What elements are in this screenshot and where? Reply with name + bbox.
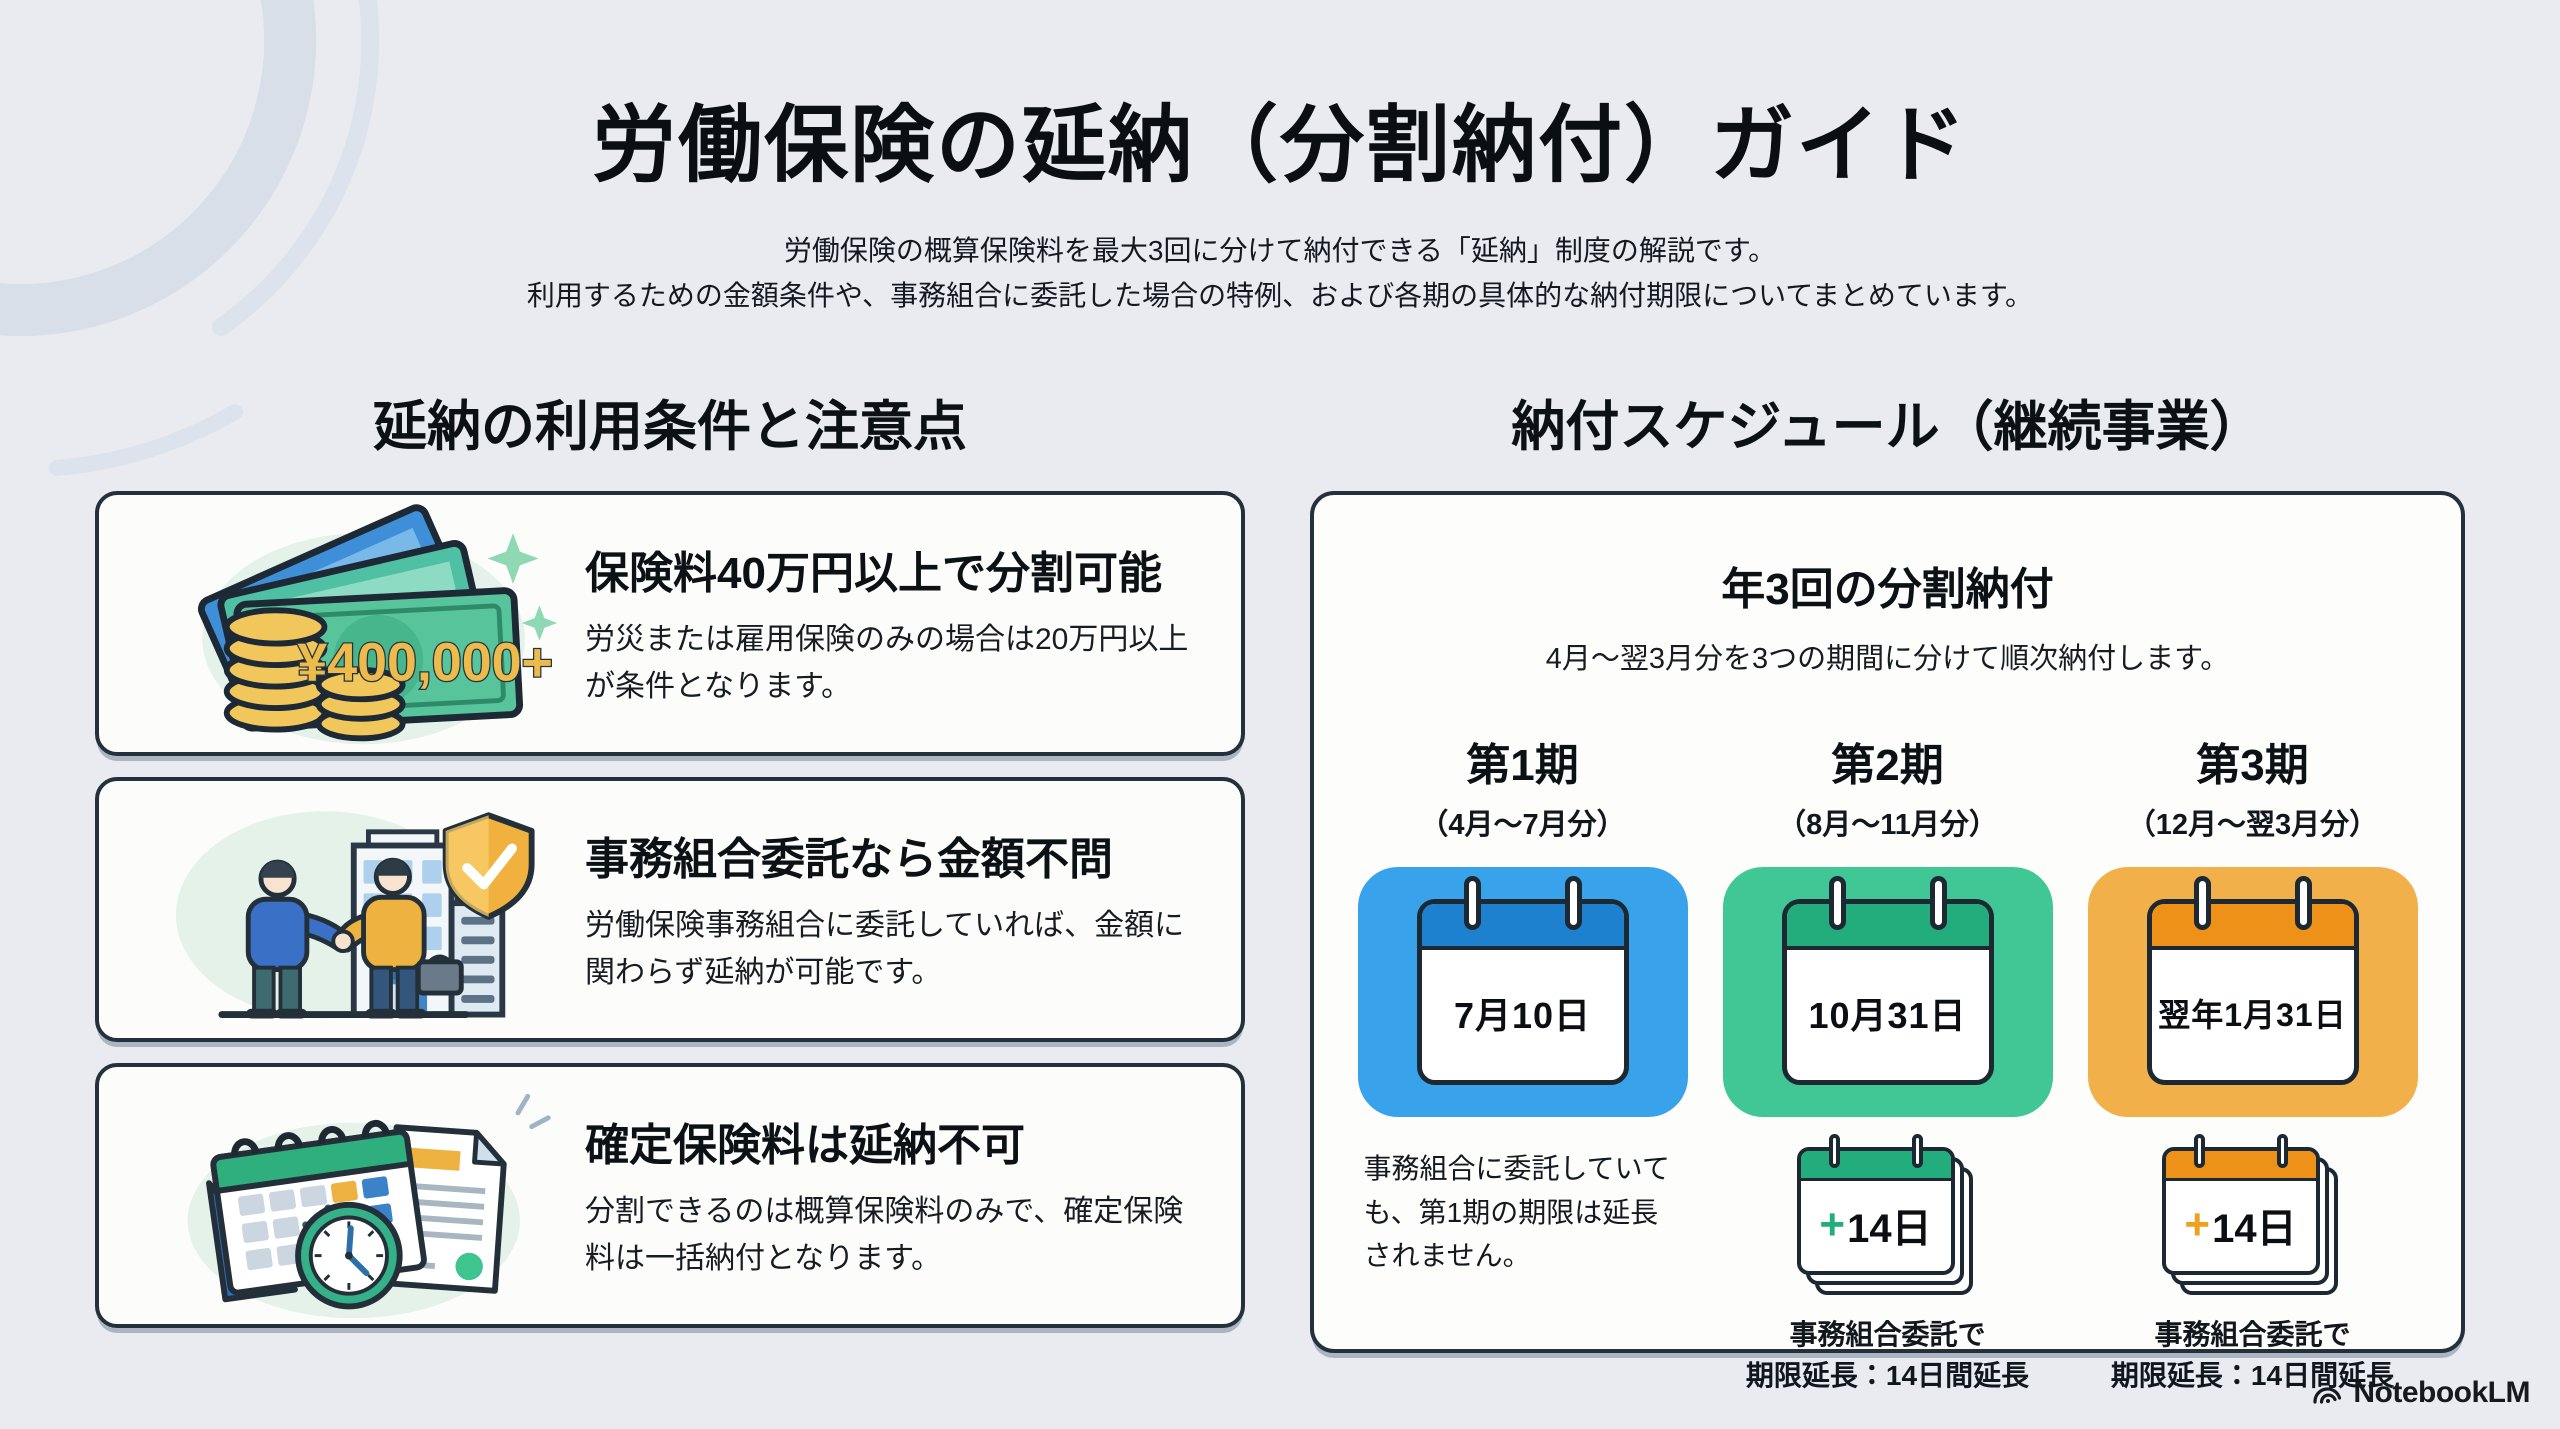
period-1-note: 事務組合に委託していても、第1期の期限は延長されません。: [1363, 1153, 1670, 1272]
calendar-icon: 7月10日: [1416, 876, 1629, 1086]
period-2: 第2期 （8月〜11月分） 10月31日: [1722, 729, 2053, 1118]
card-text: 確定保険料は延納不可 分割できるのは概算保険料のみで、確定保険料は一括納付となり…: [569, 1109, 1201, 1282]
card-title: 確定保険料は延納不可: [585, 1121, 1025, 1171]
period-1-tile: 7月10日: [1357, 867, 1688, 1118]
money-amount-label: ¥400,000+: [297, 633, 553, 693]
card-body: 分割できるのは概算保険料のみで、確定保険料は一括納付となります。: [585, 1195, 1184, 1275]
card-text: 保険料40万円以上で分割可能 労災または雇用保険のみの場合は20万円以上が条件と…: [569, 537, 1201, 710]
period-range: （8月〜11月分）: [1777, 809, 1998, 842]
periods-row: 第1期 （4月〜7月分） 7月10日 第2期 （8月〜11月分）: [1314, 729, 2461, 1118]
extension-caption-line1: 事務組合委託で: [2154, 1319, 2351, 1351]
extension-caption-line2: 期限延長：14日間延長: [2110, 1359, 2395, 1391]
plus-sign: +: [1819, 1199, 1846, 1249]
page-title: 労働保険の延納（分割納付）ガイド: [591, 98, 1968, 192]
condition-card-association: 事務組合委託なら金額不問 労働保険事務組合に委託していれば、金額に関わらず延納が…: [95, 777, 1245, 1043]
period-range: （4月〜7月分）: [1419, 809, 1626, 842]
period-2-tile: 10月31日: [1722, 867, 2053, 1118]
due-date: 翌年1月31日: [2158, 997, 2347, 1034]
card-body: 労働保険事務組合に委託していれば、金額に関わらず延納が可能です。: [585, 909, 1185, 989]
period-3-extension-cell: +14日 事務組合委託で 期限延長：14日間延長: [2088, 1134, 2418, 1396]
extension-caption-line1: 事務組合委託で: [1789, 1319, 1986, 1351]
subtitle-line-1: 労働保険の概算保険料を最大3回に分けて納付できる「延納」制度の解説です。: [783, 235, 1777, 266]
extension-days: 14日: [1847, 1206, 1932, 1251]
money-bills-coins-icon: ¥400,000+: [119, 499, 569, 749]
period-name: 第1期: [1466, 741, 1579, 791]
period-1: 第1期 （4月〜7月分） 7月10日: [1357, 729, 1688, 1118]
due-date: 10月31日: [1808, 995, 1967, 1037]
period-name: 第2期: [1831, 741, 1944, 791]
conditions-section: 延納の利用条件と注意点: [95, 397, 1245, 1349]
footer-brand: NotebookLM: [2309, 1375, 2530, 1411]
calendar-icon: 翌年1月31日: [2146, 876, 2359, 1086]
plus-sign: +: [2184, 1199, 2211, 1249]
card-text: 事務組合委託なら金額不問 労働保険事務組合に委託していれば、金額に関わらず延納が…: [569, 823, 1201, 996]
period-2-extension-cell: +14日 事務組合委託で 期限延長：14日間延長: [1723, 1134, 2053, 1396]
due-date: 7月10日: [1453, 995, 1592, 1037]
period-3: 第3期 （12月〜翌3月分） 翌年1月31日: [2087, 729, 2418, 1118]
extension-caption-line2: 期限延長：14日間延長: [1745, 1359, 2030, 1391]
card-body: 労災または雇用保険のみの場合は20万円以上が条件となります。: [585, 623, 1189, 703]
handshake-building-shield-icon: [119, 785, 569, 1035]
notebooklm-logo-icon: [2313, 1387, 2342, 1404]
condition-card-amount: ¥400,000+ 保険料40万円以上で分割可能 労災または雇用保険のみの場合は…: [95, 491, 1245, 757]
schedule-section: 納付スケジュール（継続事業） 年3回の分割納付 4月〜翌3月分を3つの期間に分け…: [1310, 397, 2465, 1391]
notes-row: 事務組合に委託していても、第1期の期限は延長されません。 +14日 事務組合委: [1314, 1134, 2461, 1396]
schedule-heading: 納付スケジュール（継続事業）: [1511, 397, 2264, 457]
plus-14-days-calendar-icon: +14日: [2161, 1134, 2344, 1299]
conditions-heading: 延納の利用条件と注意点: [373, 397, 967, 457]
period-range: （12月〜翌3月分）: [2126, 809, 2379, 842]
extension-caption: 事務組合委託で 期限延長：14日間延長: [2088, 1315, 2418, 1396]
card-title: 保険料40万円以上で分割可能: [585, 549, 1162, 599]
subtitle-line-2: 利用するための金額条件や、事務組合に委託した場合の特例、および各期の具体的な納付…: [526, 279, 2034, 311]
schedule-panel: 年3回の分割納付 4月〜翌3月分を3つの期間に分けて順次納付します。 第1期 （…: [1310, 491, 2465, 1391]
calendar-icon: 10月31日: [1781, 876, 1994, 1086]
panel-subtitle: 4月〜翌3月分を3つの期間に分けて順次納付します。: [1545, 643, 2230, 676]
calendar-clock-document-icon: [119, 1071, 569, 1321]
panel-title: 年3回の分割納付: [1721, 565, 2054, 615]
period-1-note-cell: 事務組合に委託していても、第1期の期限は延長されません。: [1358, 1143, 1688, 1396]
header: 労働保険の延納（分割納付）ガイド 労働保険の概算保険料を最大3回に分けて納付でき…: [0, 78, 2560, 319]
condition-card-final-premium: 確定保険料は延納不可 分割できるのは概算保険料のみで、確定保険料は一括納付となり…: [95, 1063, 1245, 1329]
extension-days: 14日: [2212, 1206, 2297, 1251]
period-name: 第3期: [2196, 741, 2309, 791]
card-title: 事務組合委託なら金額不問: [585, 835, 1113, 885]
plus-14-days-calendar-icon: +14日: [1796, 1134, 1979, 1299]
page-subtitle: 労働保険の概算保険料を最大3回に分けて納付できる「延納」制度の解説です。 利用す…: [0, 229, 2560, 319]
extension-caption: 事務組合委託で 期限延長：14日間延長: [1723, 1315, 2053, 1396]
brand-name: NotebookLM: [2353, 1376, 2530, 1409]
period-3-tile: 翌年1月31日: [2087, 867, 2418, 1118]
